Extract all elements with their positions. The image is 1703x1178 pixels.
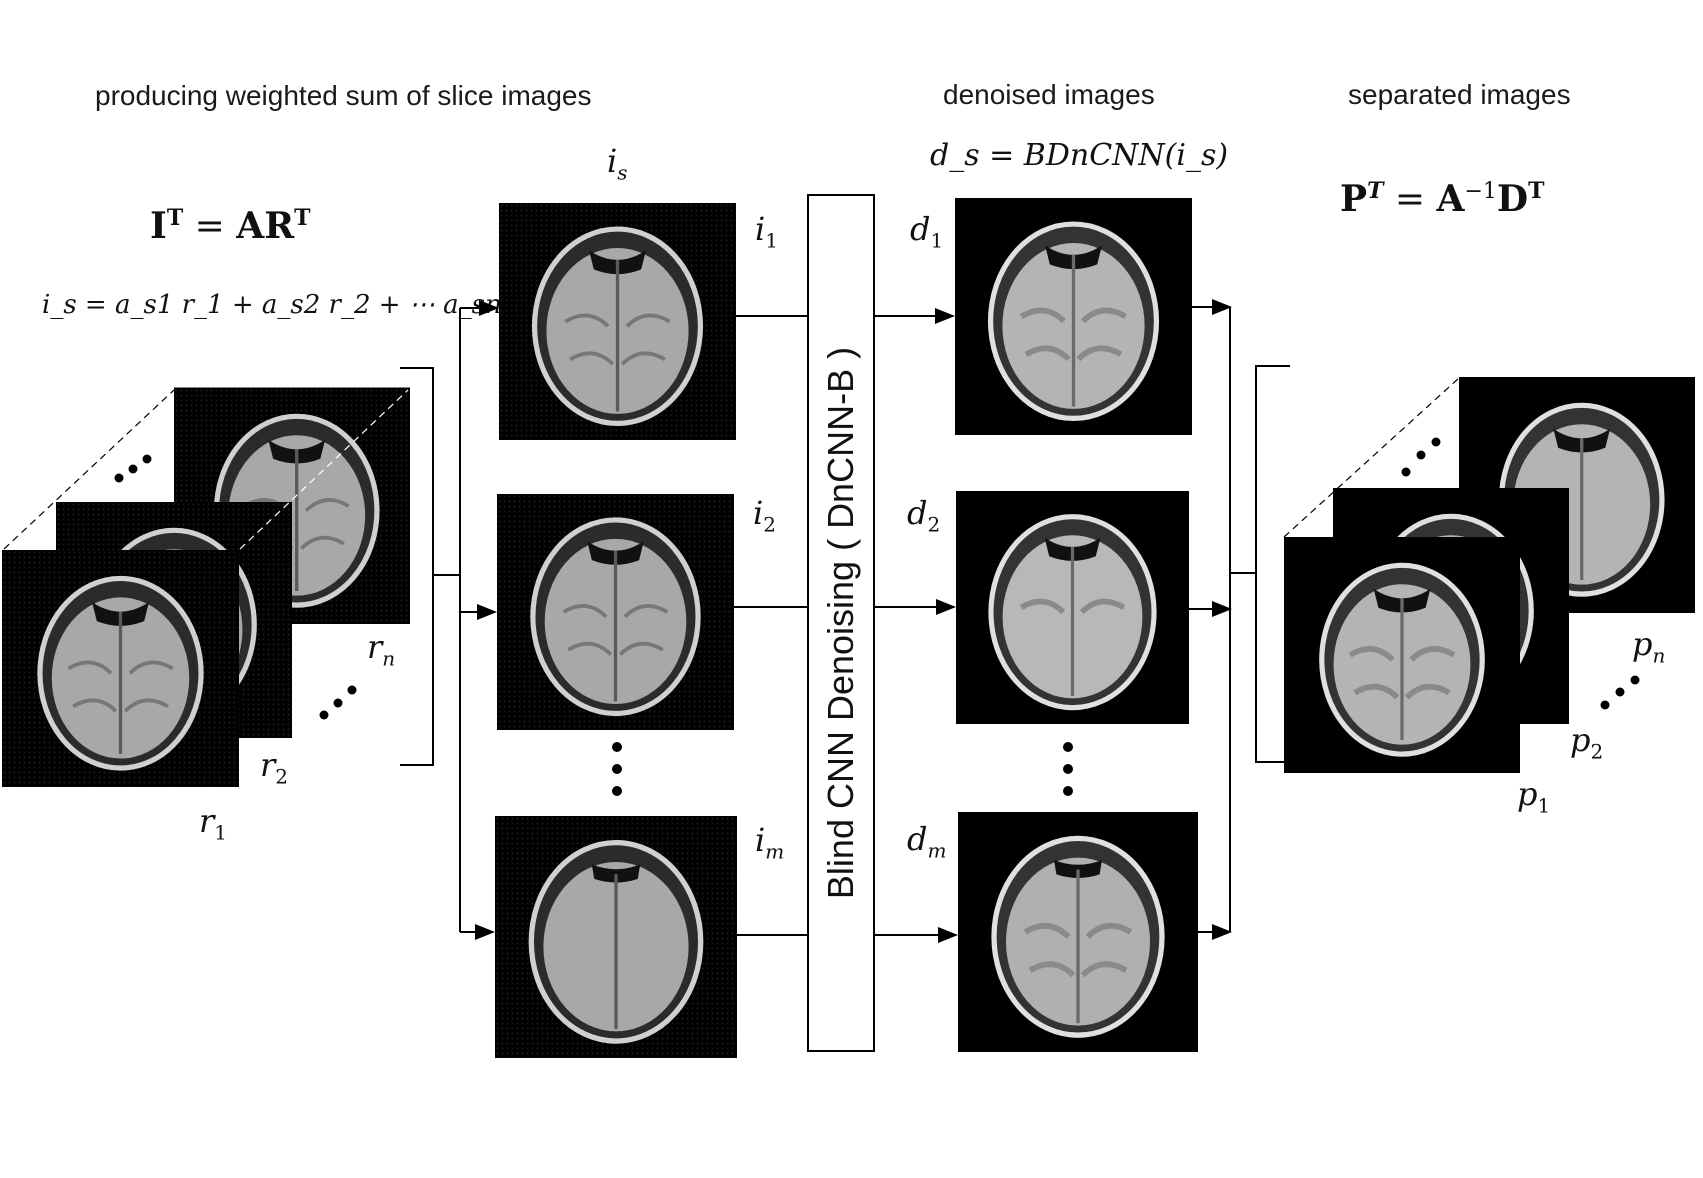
label-dm: dm bbox=[907, 820, 947, 863]
mri-separated-p1 bbox=[1284, 537, 1520, 773]
label-r1: r1 bbox=[199, 802, 228, 845]
mri-noisy-i2 bbox=[497, 494, 734, 730]
mri-denoised-dm bbox=[958, 812, 1198, 1052]
brain-icon bbox=[1319, 562, 1485, 757]
denoising-block-label: Blind CNN Denoising ( DnCNN-B ) bbox=[820, 346, 861, 900]
label-r2: r2 bbox=[260, 746, 289, 789]
brain-icon bbox=[988, 514, 1157, 711]
label-i1: i1 bbox=[755, 210, 778, 253]
mri-slice-r1 bbox=[2, 550, 239, 787]
weighted-sum-equation: i_s = a_s1 r_1 + a_s2 r_2 + ⋯ a_sn r_n bbox=[42, 290, 553, 320]
brain-icon bbox=[991, 835, 1165, 1038]
mri-noisy-im bbox=[495, 816, 737, 1058]
heading-separated: separated images bbox=[1348, 79, 1571, 110]
label-d2: d2 bbox=[907, 494, 941, 537]
label-pn: pn bbox=[1632, 625, 1666, 668]
inverse-equation: PT = A−1DT bbox=[1340, 178, 1545, 220]
heading-denoised: denoised images bbox=[943, 79, 1155, 110]
brain-icon bbox=[528, 839, 704, 1044]
brain-icon bbox=[531, 226, 704, 427]
label-is: is bbox=[607, 142, 628, 185]
mri-denoised-d2 bbox=[956, 491, 1189, 724]
brain-icon bbox=[530, 517, 701, 717]
label-rn: rn bbox=[367, 628, 396, 671]
denoising-block: Blind CNN Denoising ( DnCNN-B ) bbox=[807, 194, 875, 1052]
mri-noisy-i1 bbox=[499, 203, 736, 440]
forward-model-equation: IT = ART bbox=[150, 205, 311, 247]
denoise-equation: d_s = BDnCNN(i_s) bbox=[930, 138, 1229, 173]
mri-denoised-d1 bbox=[955, 198, 1192, 435]
label-d1: d1 bbox=[910, 210, 944, 253]
brain-icon bbox=[37, 575, 204, 771]
label-p1: p1 bbox=[1517, 775, 1551, 818]
heading-weighted-sum: producing weighted sum of slice images bbox=[95, 80, 592, 111]
brain-icon bbox=[987, 221, 1160, 422]
label-p2: p2 bbox=[1570, 721, 1604, 764]
label-im: im bbox=[755, 821, 785, 864]
label-i2: i2 bbox=[753, 494, 776, 537]
